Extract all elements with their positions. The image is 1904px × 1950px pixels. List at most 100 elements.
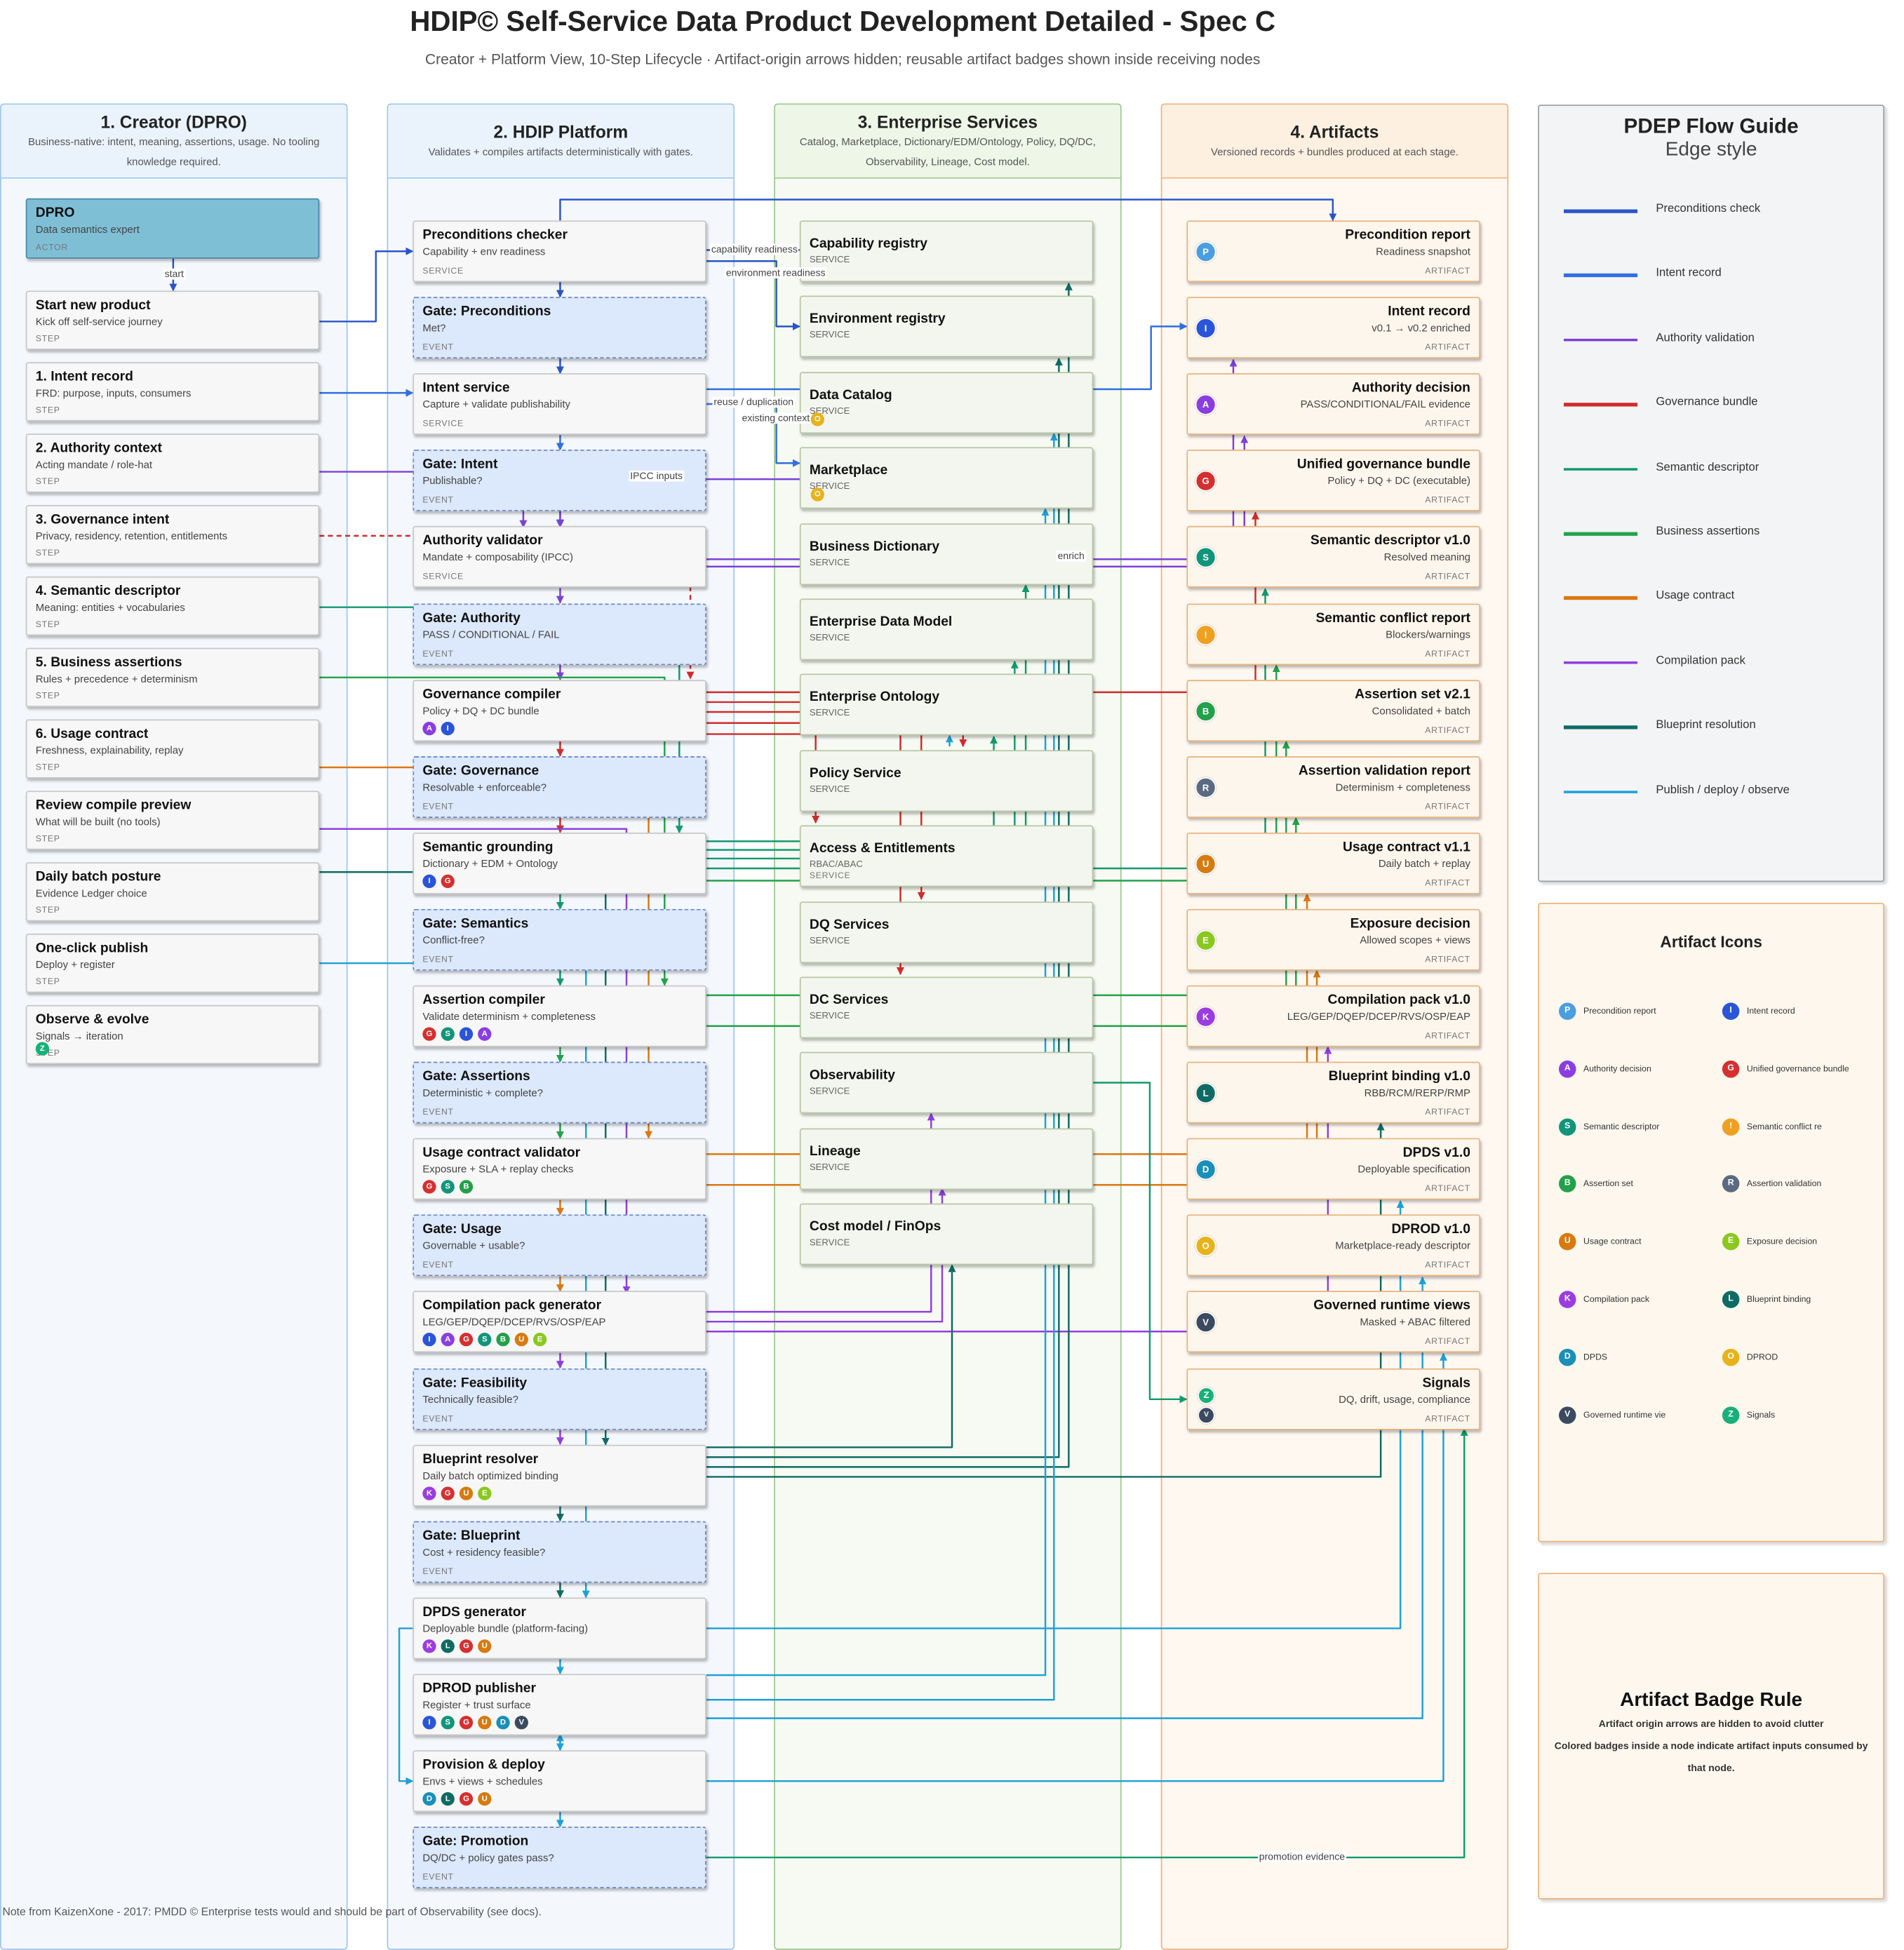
artifact-badge-icon: U: [514, 1333, 528, 1347]
node-title: Exposure decision: [1350, 916, 1470, 932]
node-subtitle: SERVICE: [809, 1237, 850, 1249]
node-title: Marketplace: [809, 463, 888, 478]
node-title: Governance compiler: [422, 687, 561, 702]
node-subtitle: Resolvable + enforceable?: [422, 780, 547, 793]
lane-title: 1. Creator (DPRO): [100, 112, 247, 132]
artifact-badge-icon: !: [1195, 624, 1216, 645]
node-title: Authority validator: [422, 534, 543, 549]
edge-style-label: Authority validation: [1656, 331, 1755, 345]
node-title: Assertion set v2.1: [1355, 687, 1470, 702]
artifact-badge-icon: U: [478, 1791, 492, 1806]
artifact-badge-icon: K: [422, 1486, 436, 1500]
node-kind: EVENT: [422, 1414, 454, 1424]
artifact-badge-icon: D: [1559, 1348, 1576, 1366]
badge-rule-line1: Artifact origin arrows are hidden to avo…: [1598, 1718, 1824, 1730]
artifact-badge-icon: A: [478, 1027, 492, 1041]
edge-label: capability readiness: [710, 243, 799, 255]
artifact-icons-title: Artifact Icons: [1660, 932, 1762, 951]
node-kind: ARTIFACT: [1425, 1261, 1470, 1270]
node-kind: ARTIFACT: [1425, 1108, 1470, 1117]
artifact-badge-icon: B: [1195, 700, 1216, 722]
artifact-badge-icon: R: [1195, 776, 1216, 798]
node-kind: ARTIFACT: [1425, 726, 1470, 735]
artifact-badge-icon: O: [810, 488, 824, 502]
node-title: Provision & deploy: [422, 1757, 545, 1773]
lane-title: 3. Enterprise Services: [857, 112, 1038, 132]
artifact-icon-label: Compilation pack: [1583, 1296, 1650, 1305]
artifact-badge-icon: G: [459, 1639, 474, 1653]
badge-row: Z: [35, 1042, 54, 1056]
edge-label: promotion evidence: [1258, 1851, 1346, 1863]
node-title: Start new product: [35, 297, 151, 314]
artifact-badge-icon: A: [422, 721, 436, 735]
node-subtitle: SERVICE: [809, 405, 850, 417]
node-kind: STEP: [35, 692, 60, 701]
node-subtitle: SERVICE: [809, 329, 850, 341]
badge-rule-title: Artifact Badge Rule: [1620, 1690, 1803, 1712]
